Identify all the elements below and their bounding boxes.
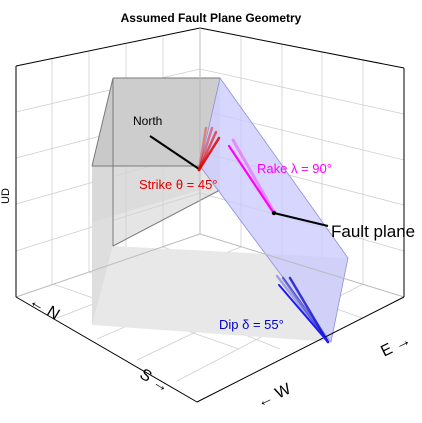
fault-plane <box>199 77 349 343</box>
rake-annotation: Rake λ = 90° <box>257 161 332 176</box>
east-axis-label: E → <box>378 331 413 360</box>
strike-arrow <box>197 126 221 172</box>
west-axis-label: ← W <box>254 380 294 411</box>
chart-title: Assumed Fault Plane Geometry <box>121 11 302 25</box>
rake-arrow <box>227 138 276 214</box>
vertical-axis-label: UD <box>0 188 12 204</box>
fault-plane-annotation: Fault plane <box>331 222 415 241</box>
dip-annotation: Dip δ = 55° <box>219 317 284 332</box>
dip-arrow <box>275 274 330 344</box>
fault-plane-pointer <box>273 212 329 227</box>
north-annotation: North <box>133 114 162 128</box>
frame <box>15 27 405 403</box>
block-front-face <box>92 166 200 222</box>
north-pointer <box>149 135 200 170</box>
strike-annotation: Strike θ = 45° <box>139 177 218 192</box>
fault-block <box>91 77 348 342</box>
